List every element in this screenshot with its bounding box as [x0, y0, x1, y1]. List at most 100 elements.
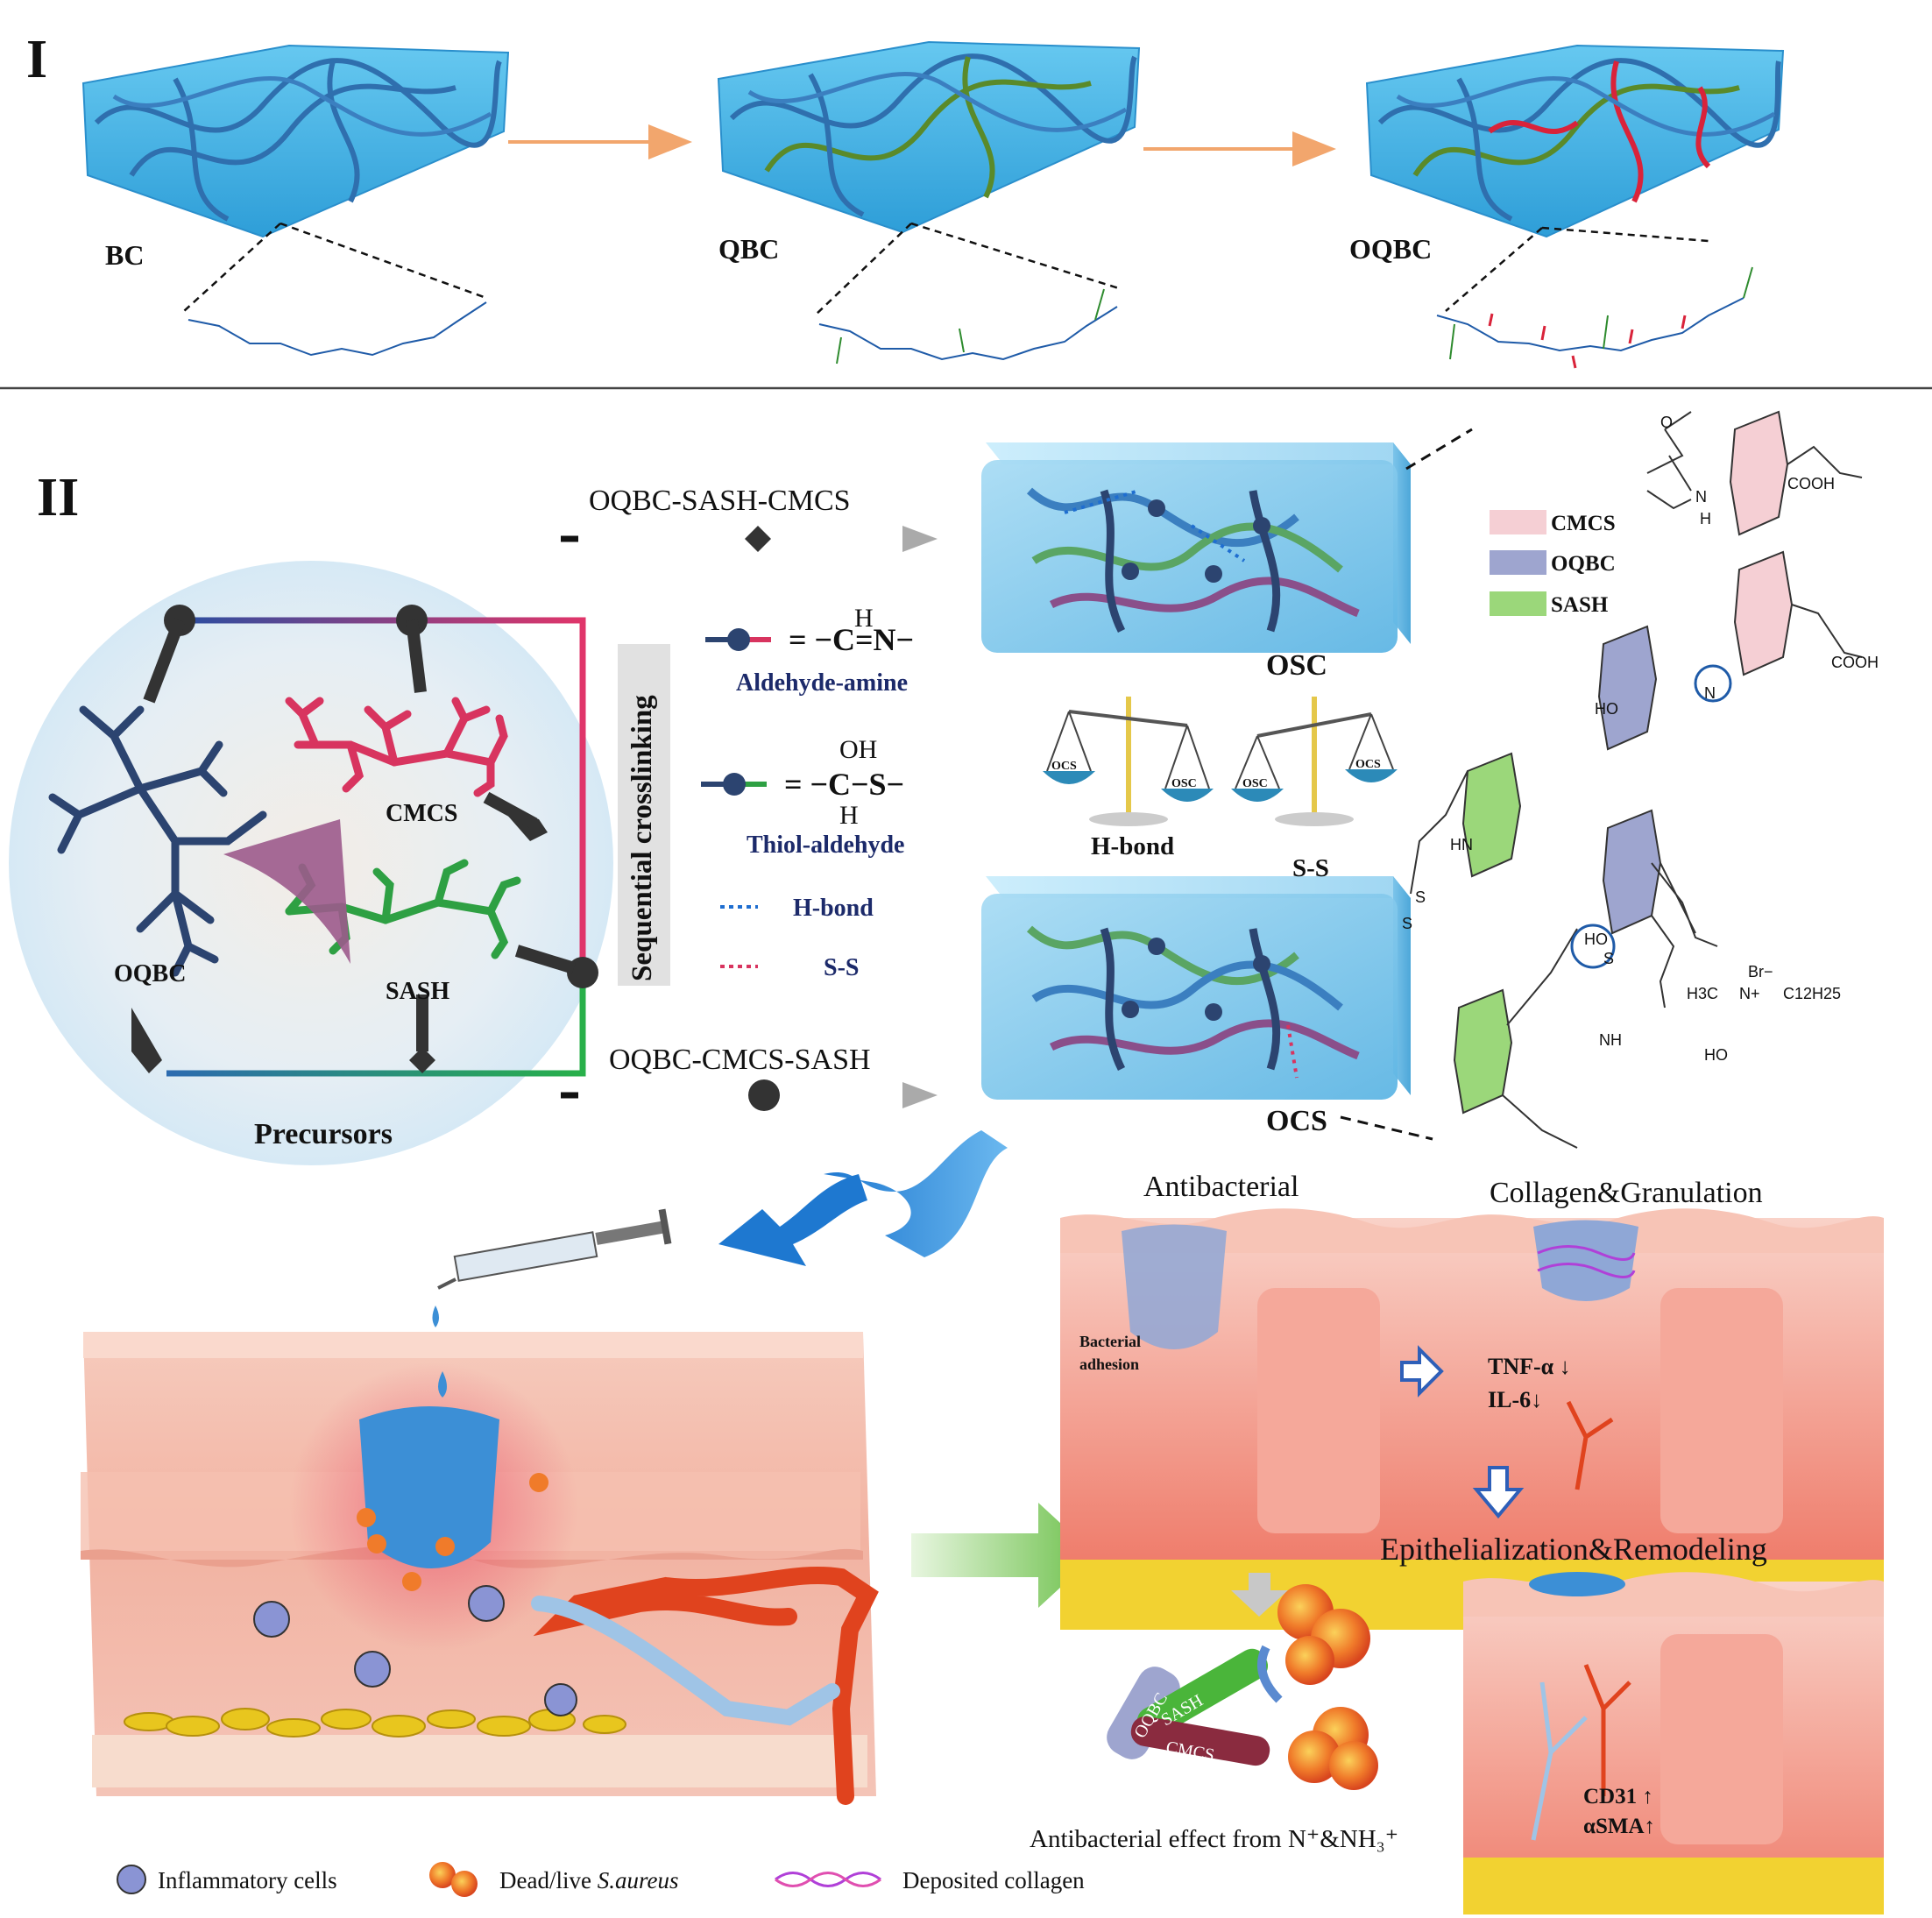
- bottom-legend: Inflammatory cells Dead/live S.aureus De…: [117, 1862, 1085, 1897]
- hollow-arrow-down: [1472, 1466, 1525, 1519]
- block-epithelial: [1463, 1572, 1884, 1914]
- svg-text:N: N: [1704, 684, 1716, 702]
- mechanism-caption: Antibacterial effect from N⁺&NH₃⁺: [1030, 1825, 1398, 1853]
- oqbc-aldehyde-groups: [1488, 313, 1687, 369]
- qbc-molecule: [818, 306, 1118, 361]
- circuit-top: [184, 617, 586, 964]
- arrow-bc-qbc: [508, 124, 692, 159]
- svg-text:S: S: [1603, 950, 1614, 967]
- svg-text:HO: HO: [1595, 700, 1618, 718]
- balance-hbond-caption: H-bond: [1091, 832, 1174, 860]
- svg-text:NH: NH: [1599, 1031, 1622, 1049]
- svg-text:COOH: COOH: [1787, 475, 1835, 492]
- saureus-icon: [429, 1862, 456, 1888]
- sequential-label: Sequential crosslinking: [626, 695, 658, 981]
- stage-bc: BC: [105, 239, 144, 271]
- route-bottom-node: [748, 1079, 780, 1111]
- svg-text:Aldehyde-amine: Aldehyde-amine: [736, 669, 908, 697]
- balance-hbond: OCS OSC: [1043, 697, 1214, 826]
- svg-text:S-S: S-S: [824, 954, 859, 981]
- asma-label: αSMA↑: [1583, 1815, 1655, 1838]
- route-bottom-label: OQBC-CMCS-SASH: [609, 1044, 871, 1076]
- section-ii-label: II: [37, 468, 79, 527]
- route-top-label: OQBC-SASH-CMCS: [589, 485, 851, 517]
- bacterium: [357, 1508, 376, 1527]
- cmcs-precursor: [285, 697, 508, 797]
- svg-text:OH: OH: [839, 735, 877, 764]
- svg-text:Dead/live S.aureus: Dead/live S.aureus: [499, 1867, 678, 1893]
- arrow-qbc-oqbc: [1143, 131, 1336, 166]
- chemical-structure: COOH COOH N H O HO N HN S S HO S NH Br− …: [1402, 410, 1879, 1149]
- qbc-gel: [717, 40, 1141, 234]
- route-top-head: [902, 526, 938, 552]
- svg-text:N+: N+: [1739, 985, 1760, 1002]
- zoom-line-osc: [1405, 428, 1473, 471]
- svg-text:Br−: Br−: [1748, 963, 1773, 980]
- bond-legend: H = −C=N− Aldehyde-amine OH = −C−S− H Th…: [701, 604, 914, 981]
- ribbon-arrow: [718, 1130, 1008, 1266]
- route-bottom-head: [902, 1082, 938, 1108]
- svg-text:OCS: OCS: [1355, 758, 1381, 771]
- artery: [533, 1566, 879, 1805]
- thiol-aldehyde-icon: [723, 773, 746, 796]
- svg-text:H: H: [839, 801, 859, 830]
- curved-arrow: [1257, 1645, 1283, 1703]
- sequential-box: [618, 644, 670, 986]
- label-cmcs: CMCS: [386, 800, 457, 827]
- zoom-line: [814, 223, 912, 316]
- cd31-label: CD31 ↑: [1583, 1785, 1653, 1808]
- component-legend: CMCS OQBC SASH: [1490, 510, 1616, 617]
- stage-oqbc: OQBC: [1349, 233, 1432, 265]
- gray-arrow-down: [1231, 1573, 1288, 1617]
- saureus-cluster: [1277, 1584, 1378, 1790]
- oqbc-precursor: [48, 705, 267, 977]
- title-antibacterial: Antibacterial: [1143, 1171, 1299, 1203]
- zoom-line-ocs: [1340, 1115, 1433, 1141]
- svg-text:N: N: [1695, 488, 1707, 506]
- circuit-bottom: [166, 981, 586, 1077]
- green-arrow: [911, 1503, 1095, 1608]
- oqbc-molecule: [1436, 297, 1744, 352]
- osc-gel-cube: [981, 442, 1411, 653]
- svg-text:Deposited collagen: Deposited collagen: [902, 1867, 1085, 1893]
- svg-text:= −C=N−: = −C=N−: [789, 622, 914, 657]
- svg-text:HN: HN: [1450, 836, 1473, 853]
- bacterial-adhesion-2: adhesion: [1079, 1355, 1139, 1373]
- svg-text:H-bond: H-bond: [793, 895, 874, 922]
- bacterium: [435, 1537, 455, 1556]
- svg-text:C12H25: C12H25: [1783, 985, 1841, 1002]
- mechanism-rods: OQBC SASH CMCS: [1107, 1648, 1270, 1766]
- gel-in-wound: [359, 1406, 499, 1568]
- inflammatory-cell-icon: [117, 1865, 146, 1894]
- balance-ss: OSC OCS: [1231, 697, 1398, 826]
- bc-gel: [81, 44, 510, 238]
- svg-text:COOH: COOH: [1831, 654, 1879, 671]
- precursors-caption: Precursors: [254, 1118, 393, 1150]
- label-osc: OSC: [1266, 649, 1327, 682]
- svg-text:Inflammatory cells: Inflammatory cells: [158, 1867, 337, 1893]
- collagen-icon: [775, 1872, 881, 1887]
- hollow-arrow-right: [1400, 1345, 1444, 1398]
- crosslink-triangle: [223, 819, 350, 964]
- bacterium: [402, 1572, 421, 1591]
- label-oqbc: OQBC: [114, 960, 186, 987]
- bacterium: [367, 1534, 386, 1554]
- zoom-line: [910, 222, 1122, 291]
- svg-text:SASH: SASH: [1551, 593, 1609, 617]
- svg-text:OQBC: OQBC: [1551, 552, 1616, 576]
- stage-qbc: QBC: [718, 233, 779, 265]
- ocs-gel-cube: [981, 876, 1411, 1100]
- svg-text:Thiol-aldehyde: Thiol-aldehyde: [747, 832, 904, 859]
- oqbc-gel: [1365, 44, 1785, 238]
- svg-text:= −C−S−: = −C−S−: [784, 767, 904, 802]
- node-stem: [143, 618, 186, 704]
- zoom-line: [1445, 227, 1543, 312]
- vein: [531, 1596, 840, 1726]
- svg-text:OSC: OSC: [1171, 777, 1197, 790]
- zoom-line: [183, 223, 281, 312]
- svg-text:HO: HO: [1584, 931, 1608, 948]
- label-ocs: OCS: [1266, 1105, 1327, 1137]
- tnf-label: TNF-α ↓: [1488, 1354, 1571, 1379]
- title-epithelial: Epithelialization&Remodeling: [1380, 1532, 1767, 1567]
